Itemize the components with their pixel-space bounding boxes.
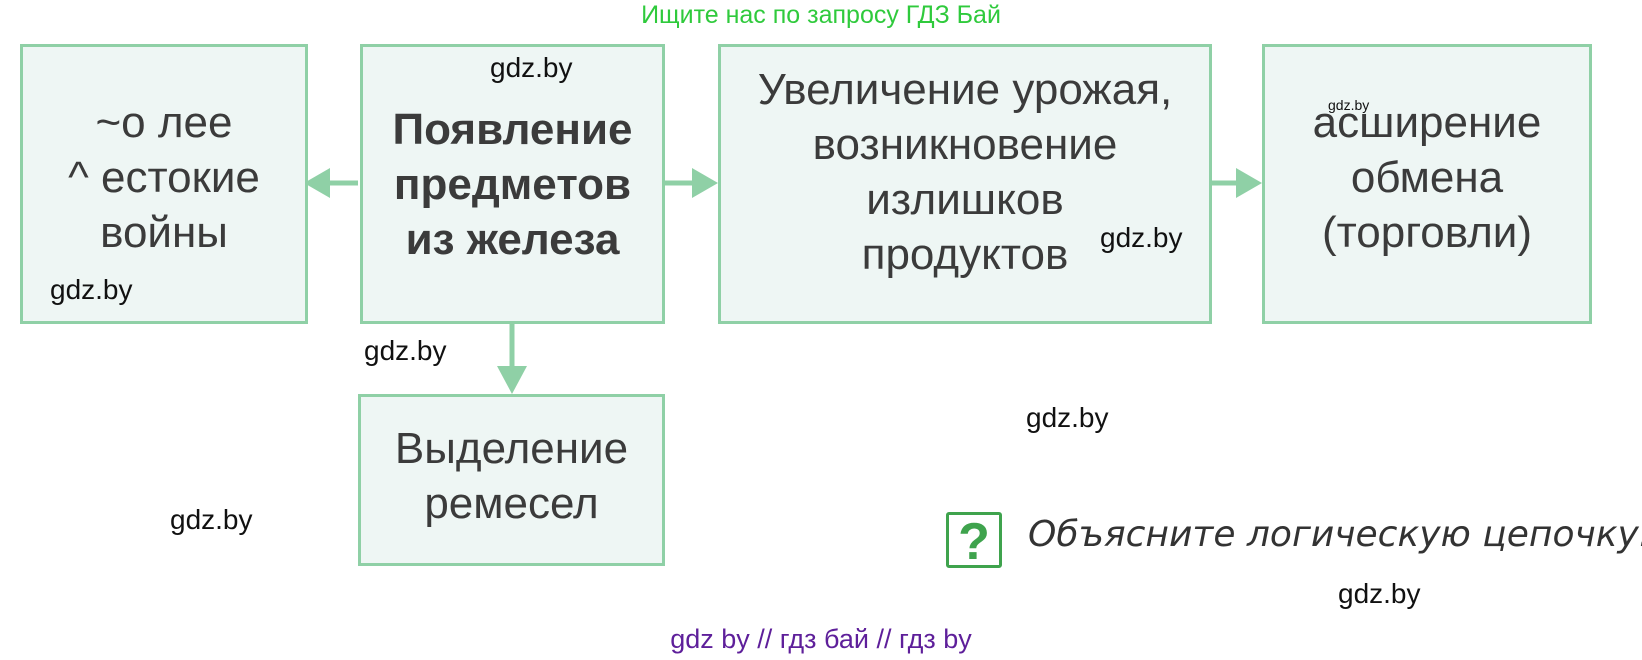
watermark: gdz.by xyxy=(490,52,573,83)
top-banner: Ищите нас по запросу ГДЗ Бай xyxy=(641,1,1001,29)
question-text: Объясните логическую цепочку. xyxy=(1028,514,1642,555)
box-cruel-wars-line1: ~о лее xyxy=(95,98,233,147)
box-crafts-separation: Выделение ремесел xyxy=(358,394,665,566)
watermark: gdz.by xyxy=(1026,402,1109,433)
box-iron-items-line2: предметов xyxy=(393,160,632,209)
watermark: gdz.by xyxy=(364,335,447,366)
box-cruel-wars: ~о лее ^ естокие войны xyxy=(20,44,308,324)
footer-links: gdz by // гдз бай // гдз by xyxy=(670,624,972,654)
box-harvest-growth-line3: излишков xyxy=(866,175,1064,224)
box-harvest-growth-line1: Увеличение урожая, xyxy=(757,65,1173,114)
box-crafts-separation-line2: ремесел xyxy=(424,479,599,528)
watermark: gdz.by xyxy=(1100,222,1183,253)
question-mark-icon: ? xyxy=(946,512,1002,569)
box-harvest-growth-line4: продуктов xyxy=(861,230,1069,279)
arrow-to-left-box-head xyxy=(304,168,330,198)
arrow-to-right-box-head xyxy=(1236,168,1262,198)
box-iron-items-line1: Появление xyxy=(392,105,633,154)
box-trade-expansion-line3: (торговли) xyxy=(1321,208,1533,257)
box-trade-expansion-line1: асширение xyxy=(1312,98,1542,147)
box-harvest-growth: Увеличение урожая, возникновение излишко… xyxy=(718,44,1212,324)
watermark: gdz.by xyxy=(1338,578,1421,609)
box-trade-expansion-line2: обмена xyxy=(1350,153,1504,202)
box-cruel-wars-line3: войны xyxy=(100,208,228,257)
box-harvest-growth-line2: возникновение xyxy=(812,120,1118,169)
box-iron-items-line3: из железа xyxy=(405,215,620,264)
watermark: gdz.by xyxy=(170,504,253,535)
arrow-to-bottom-box-head xyxy=(497,366,527,394)
watermark: gdz.by xyxy=(1328,97,1370,113)
box-iron-items: Появление предметов из железа xyxy=(360,44,665,324)
box-trade-expansion: асширение обмена (торговли) xyxy=(1262,44,1592,324)
box-cruel-wars-line2: ^ естокие xyxy=(68,153,260,202)
watermark: gdz.by xyxy=(50,274,133,305)
box-crafts-separation-line1: Выделение xyxy=(394,424,629,473)
arrow-to-middle-box-head xyxy=(692,168,718,198)
